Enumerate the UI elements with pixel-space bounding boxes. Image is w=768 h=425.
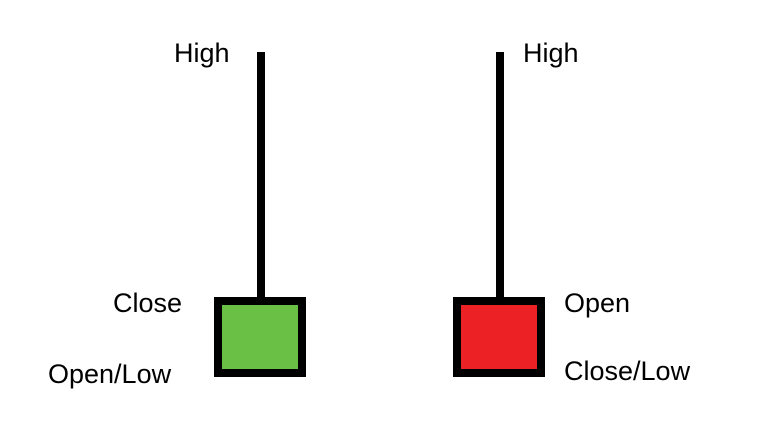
bullish-close-label: Close [113, 288, 183, 318]
bearish-candle-body [453, 297, 545, 377]
bullish-high-label: High [174, 38, 230, 68]
bearish-open-label: Open [564, 288, 631, 318]
bullish-open-low-label: Open/Low [48, 359, 172, 389]
bearish-close-low-label: Close/Low [564, 356, 691, 386]
bearish-high-label: High [523, 38, 579, 68]
bullish-wick [257, 52, 265, 300]
bullish-candle-body [214, 297, 306, 377]
bearish-wick [496, 52, 504, 300]
